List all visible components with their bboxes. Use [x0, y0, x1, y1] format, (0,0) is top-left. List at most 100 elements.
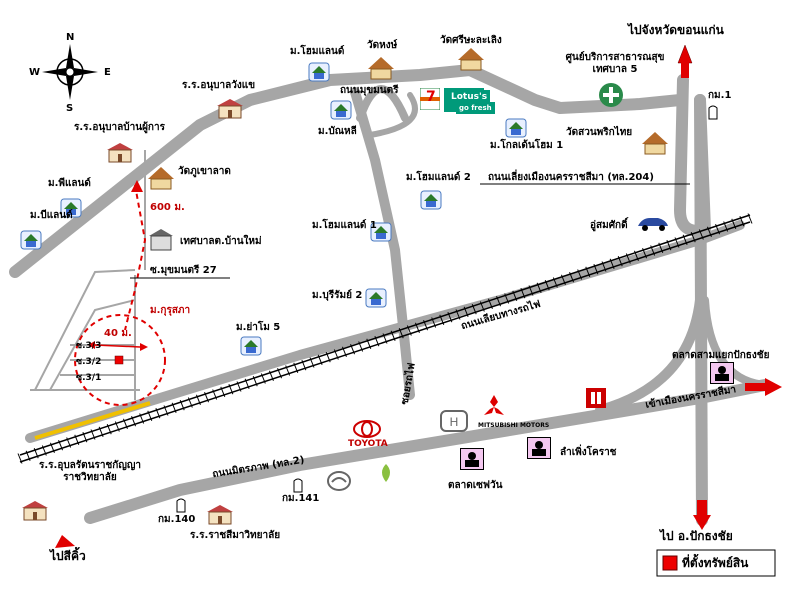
- label-save-one: ตลาดเซฟวัน: [448, 480, 503, 491]
- railway-tie: [252, 375, 258, 387]
- railway-tie: [552, 277, 558, 288]
- arrow-sikhio: [55, 535, 75, 548]
- km-post-icon: [707, 104, 719, 120]
- railway-tie: [471, 303, 477, 315]
- label-municipal: เทศบาลต.บ้านใหม่: [180, 236, 262, 247]
- temple-icon: [146, 165, 176, 191]
- railway-tie: [49, 442, 55, 454]
- railway-tie: [706, 226, 712, 238]
- railway-tie: [617, 255, 623, 267]
- temple-icon: [456, 46, 486, 72]
- mazda-icon: [326, 470, 352, 492]
- railway-tie: [479, 301, 485, 312]
- housing-icon: [308, 62, 330, 82]
- svg-text:H: H: [450, 415, 459, 429]
- label-klang-korat: ลำเพิ่งโคราช: [560, 447, 617, 458]
- railway-tie: [268, 370, 274, 382]
- label-to-sikhio: ไปสีคิ้ว: [50, 549, 86, 563]
- railway-tie: [650, 245, 656, 256]
- railway-tie: [90, 429, 96, 440]
- railway-tie: [171, 402, 177, 414]
- railway-tie: [577, 269, 583, 280]
- railway-tie: [260, 373, 266, 384]
- railway-tie: [504, 293, 510, 304]
- mitsubishi-icon: [482, 395, 506, 419]
- railway-tie: [106, 423, 112, 435]
- label-toyota: TOYOTA: [348, 439, 388, 449]
- railway-tie: [739, 215, 745, 227]
- label-buriram2: ม.บุรีรัมย์ 2: [312, 290, 363, 301]
- housing-icon: [20, 230, 42, 250]
- label-home-land: ม.โฮมแลนด์: [290, 46, 345, 57]
- label-bypass: ถนนเลี่ยงเมืองนครราชสีมา (ทล.204): [488, 172, 654, 183]
- label-seven: 7: [426, 89, 436, 105]
- railway-tie: [690, 231, 696, 243]
- label-to-pakthongchai: ไป อ.ปักธงชัย: [660, 529, 733, 543]
- railway-tie: [496, 295, 502, 307]
- railway-tie: [187, 397, 193, 408]
- label-km140: กม.140: [158, 514, 196, 525]
- label-yamo5: ม.ย่าโม 5: [236, 322, 281, 333]
- highlight-road: [34, 401, 151, 440]
- distance-arrow: [94, 344, 141, 348]
- railway-tie: [366, 338, 372, 350]
- railway-tie: [212, 389, 218, 400]
- railway-tie: [325, 351, 331, 363]
- label-to-khonkaen: ไปจังหวัดขอนแก่น: [628, 23, 724, 37]
- property-marker: [114, 355, 124, 365]
- label-health-center: ศูนย์บริการสาธารณสุข เทศบาล 5: [565, 52, 665, 75]
- railway-tie: [715, 223, 721, 235]
- label-market-samyaek: ตลาดสามแยกปักธงชัย: [672, 350, 770, 361]
- railway-tie: [41, 445, 47, 456]
- railway-tie: [406, 325, 412, 336]
- railway-tie: [139, 413, 145, 424]
- label-kunsapha: ม.กุรุสภา: [150, 305, 191, 316]
- railway-tie: [544, 279, 550, 291]
- railway-tie: [317, 354, 323, 366]
- label-school-wang: ร.ร.อนุบาลวังแข: [182, 80, 256, 91]
- compass-w: W: [29, 67, 41, 78]
- label-km1: กม.1: [708, 90, 732, 101]
- label-school-rajabhat: ร.ร.อุบลรัตนราชกัญญา ราชวิทยาลัย: [38, 460, 141, 483]
- railway-tie: [439, 314, 445, 326]
- label-school-rajasima: ร.ร.ราชสีมาวิทยาลัย: [190, 530, 281, 541]
- railway-tie: [333, 349, 339, 360]
- municipal-icon: [148, 228, 174, 252]
- railway-tie: [114, 421, 120, 432]
- railway-tie: [447, 311, 453, 323]
- railway-tie: [277, 367, 283, 379]
- km-post-icon: [292, 477, 304, 493]
- temple-icon: [366, 55, 396, 81]
- compass-s: S: [66, 103, 74, 114]
- label-soi-27: ซ.มุขมนตรี 27: [150, 265, 217, 276]
- toyota-icon: [352, 420, 382, 438]
- railway-tie: [455, 309, 461, 320]
- railway-tie: [195, 394, 201, 406]
- label-ban-lee: ม.บัณหลี: [318, 126, 357, 137]
- label-school-phu: ร.ร.อนุบาลบ้านผู้การ: [74, 122, 165, 133]
- compass-rose: [42, 44, 98, 100]
- label-wat-phu-khao: วัดภูเขาลาด: [178, 166, 231, 177]
- property-circle: [74, 314, 166, 406]
- railway-tie: [633, 250, 639, 262]
- railway-tie: [731, 218, 737, 230]
- railway-tie: [358, 341, 364, 352]
- railway-tie: [642, 247, 648, 259]
- railway-tie: [163, 405, 169, 416]
- railway-tie: [131, 415, 137, 427]
- railway-tie: [658, 242, 664, 254]
- label-garage: อู่สมศักดิ์: [590, 220, 628, 231]
- railway-tie: [747, 213, 753, 224]
- railway-tie: [74, 434, 80, 446]
- railway-tie: [220, 386, 226, 398]
- health-icon: [598, 82, 624, 108]
- railway-tie: [309, 357, 315, 368]
- railway-tie: [98, 426, 104, 438]
- railway-tie: [204, 391, 210, 403]
- railway-tie: [17, 453, 23, 464]
- temple-icon: [640, 130, 670, 156]
- label-soi31: ซ.3/1: [76, 373, 102, 383]
- label-wat-hong: วัดหงษ์: [367, 40, 398, 51]
- railway-tie: [414, 322, 420, 334]
- railway-tie: [147, 410, 153, 422]
